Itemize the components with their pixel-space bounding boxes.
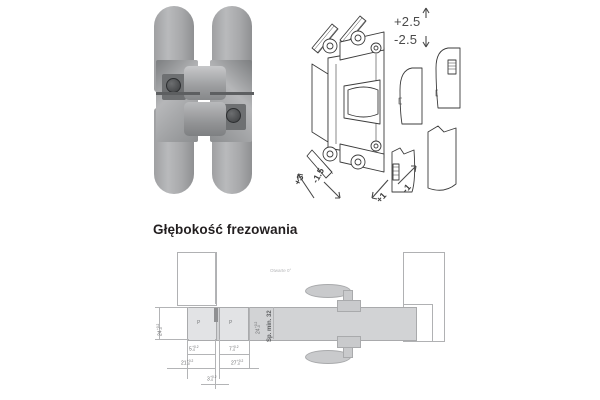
door-leaf-edge-line xyxy=(215,252,216,304)
hinge-seam-left xyxy=(156,92,200,95)
thickness-label: Sp. min. 32 xyxy=(267,310,273,342)
dim-27-line xyxy=(219,368,259,369)
pocket-divider-line xyxy=(249,307,250,339)
dim-5-value: 5+0.2-0 xyxy=(189,345,199,353)
dim-ext-right-2 xyxy=(249,339,250,369)
dim-depth-inner-value: 24+0.2-0 xyxy=(254,321,262,334)
section-divider-line xyxy=(273,307,274,339)
door-leaf-upper xyxy=(177,252,217,306)
dim-5-line xyxy=(187,354,215,355)
hinge-knuckle-lower xyxy=(184,102,226,136)
adjustment-screw-left xyxy=(166,78,181,93)
hinge-slot-marker xyxy=(214,308,218,322)
dim-7-value: 7+0.2-0 xyxy=(229,345,239,353)
dim-21-value: 21+0.2-0 xyxy=(181,359,194,367)
adjustment-vertical-minus: -2.5 xyxy=(394,32,418,47)
dim-21-line xyxy=(167,368,215,369)
hinge-seam-right xyxy=(210,92,254,95)
dim-3-value: 3+0.2-0 xyxy=(207,375,217,383)
handle-rose-upper xyxy=(337,300,361,312)
milling-pocket-left xyxy=(187,307,217,341)
dim-height-ext-bottom xyxy=(155,339,189,340)
dim-ext-center xyxy=(215,339,216,389)
pocket-label-right: P xyxy=(229,320,233,326)
exploded-hinge-svg xyxy=(297,7,461,200)
dim-ext-left-1 xyxy=(187,339,188,379)
milling-pocket-right xyxy=(219,307,249,341)
dim-height-line xyxy=(159,307,160,339)
dim-27-value: 27+0.2-0 xyxy=(231,359,244,367)
open-angle-label: Otwarte 0° xyxy=(270,268,292,273)
adjustment-vertical-plus: +2.5 xyxy=(394,14,421,29)
dim-3-line xyxy=(201,384,229,385)
section-heading: Głębokość frezowania xyxy=(153,222,298,237)
dim-7-line xyxy=(219,354,249,355)
dim-height-ext-top xyxy=(155,307,189,308)
dim-ext-right-1 xyxy=(219,339,220,379)
adjustment-screw-right xyxy=(226,108,241,123)
pocket-label-left: P xyxy=(197,320,201,326)
milling-depth-drawing: Otwarte 0° Sp. min. 32 P P 24+0.2-0 24+0… xyxy=(145,250,465,395)
handle-rose-lower xyxy=(337,336,361,348)
exploded-technical-drawing: +2.5 -2.5 +3 -1.5 +1 -1 xyxy=(288,2,488,205)
hinge-product-photo xyxy=(148,4,278,196)
dim-height-value: 24+0.2-0 xyxy=(156,323,164,336)
